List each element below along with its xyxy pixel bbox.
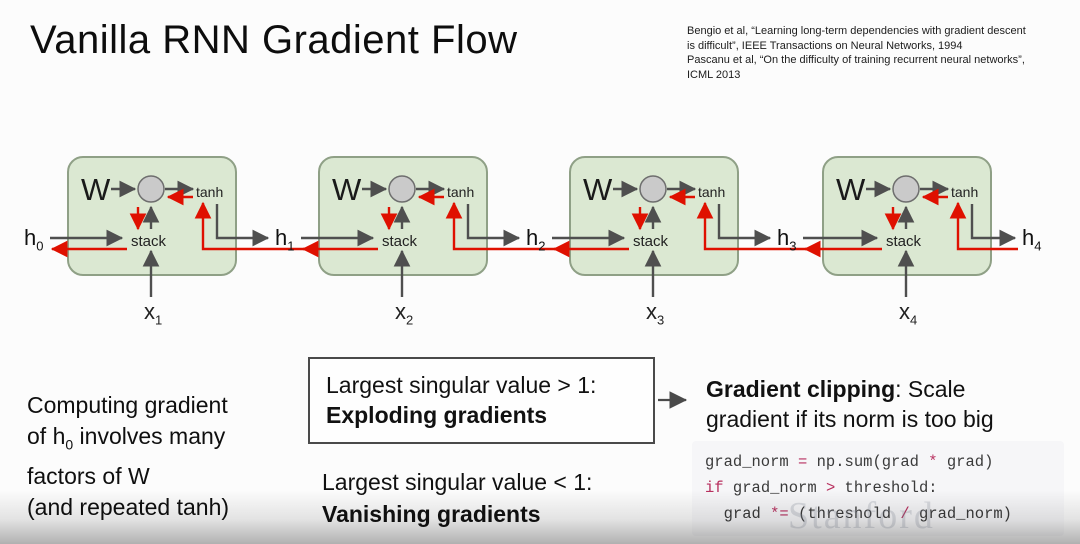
matmul-node [639,175,667,203]
matmul-node [388,175,416,203]
note-computing-gradient: Computing gradient of h0 involves many f… [27,390,229,523]
tanh-label: tanh [698,184,726,200]
forward-arrow [717,204,772,247]
input-label: x4 [899,299,918,328]
page-title: Vanilla RNN Gradient Flow [30,18,518,62]
gradient-arrow [194,201,305,251]
code-block: grad_norm = np.sum(grad * grad) if grad_n… [692,441,1064,536]
note-line: Computing gradient [27,392,228,418]
vanishing-line1: Largest singular value < 1: [322,469,593,495]
weight-matrix-label: W [836,172,866,207]
stack-label: stack [633,233,669,250]
citation-line: ICML 2013 [687,68,741,81]
input-label: x1 [144,299,163,328]
matmul-node [137,175,165,203]
citation-line: Pascanu et al, “On the difficulty of tra… [687,54,1025,66]
exploding-line1: Largest singular value > 1: [326,372,597,398]
citation-line: is difficult”, IEEE Transactions on Neur… [687,39,963,52]
matmul-node [892,175,920,203]
note-gradient-clipping: Gradient clipping: Scale gradient if its… [706,374,1036,434]
clipping-term: Gradient clipping [706,376,896,402]
tanh-label: tanh [447,184,475,200]
tanh-label: tanh [951,184,979,200]
hidden-state-label: h2 [526,225,546,254]
clipping-rest: : Scale gradient if its norm is too big [706,376,994,432]
stack-label: stack [886,233,922,250]
input-label: x3 [646,299,665,328]
hidden-state-label: h3 [777,225,797,254]
weight-matrix-label: W [332,172,362,207]
forward-arrow [970,204,1017,247]
tanh-label: tanh [196,184,224,200]
forward-arrow [215,204,270,247]
hidden-state-label: h0 [24,225,44,254]
stack-label: stack [382,233,418,250]
citation-text: Bengio et al, “Learning long-term depend… [687,24,1072,82]
gradient-arrow [696,201,807,251]
code-line: grad *= (threshold / grad_norm) [705,505,1012,523]
code-line: if grad_norm > threshold: [705,479,938,497]
input-label: x2 [395,299,414,328]
vanishing-line2: Vanishing gradients [322,501,541,527]
code-line: grad_norm = np.sum(grad * grad) [705,453,994,471]
note-vanishing-gradients: Largest singular value < 1: Vanishing gr… [322,466,592,530]
exploding-line2: Exploding gradients [326,402,548,428]
gradient-arrow [445,201,556,251]
exploding-gradients-box: Largest singular value > 1: Exploding gr… [308,357,655,444]
hidden-state-label: h1 [275,225,295,254]
diagram-arrows [50,175,1018,297]
right-arrow-icon [658,391,688,409]
note-line: of h0 involves many [27,423,226,453]
hidden-state-label: h4 [1022,225,1042,254]
citation-line: Bengio et al, “Learning long-term depend… [687,25,1026,37]
weight-matrix-label: W [583,172,613,207]
note-line: (and repeated tanh) [27,493,230,520]
gradient-arrow [949,201,1018,251]
stack-label: stack [131,233,167,250]
weight-matrix-label: W [81,172,111,207]
forward-arrow [466,204,521,247]
note-line: factors of W [27,462,150,489]
